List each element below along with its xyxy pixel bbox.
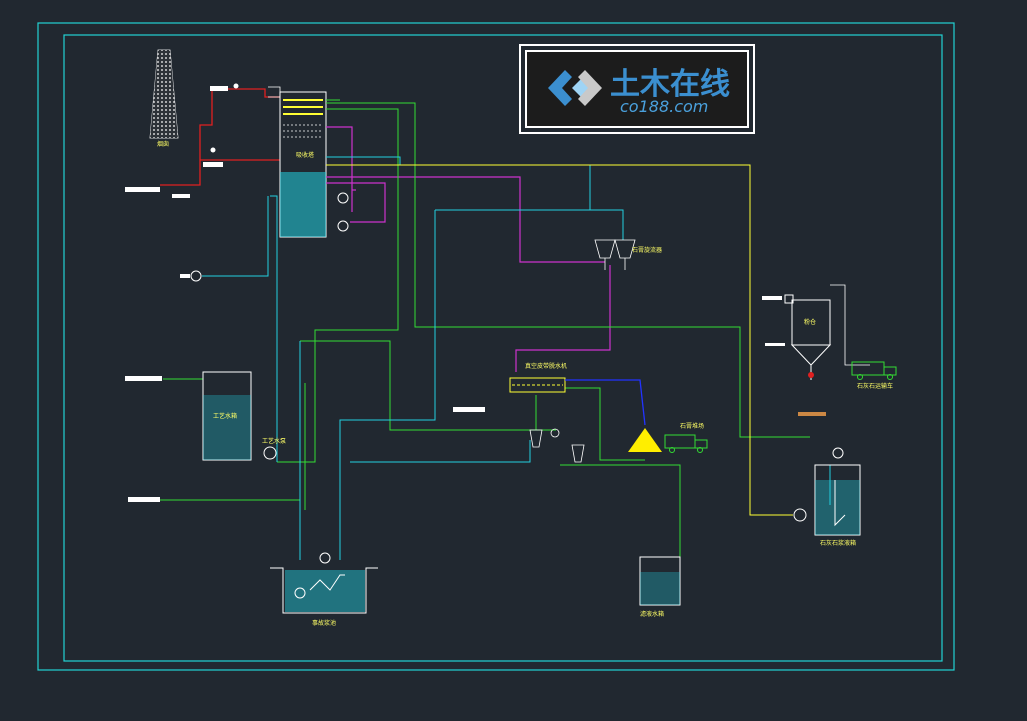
filtrate-tank — [639, 556, 681, 606]
filtrate-tank-label: 滤液水箱 — [640, 610, 664, 618]
inner-frame — [63, 34, 943, 662]
limestone-line — [326, 164, 793, 516]
gypsum-truck-icon — [664, 434, 708, 453]
limestone-tank-label: 石灰石浆液箱 — [820, 539, 856, 547]
bypass-damper — [203, 162, 223, 167]
sump-label: 事故浆池 — [312, 619, 336, 627]
slurry-lines — [326, 126, 611, 372]
gypsum-cyclone-label: 石膏旋流器 — [632, 246, 662, 254]
logo-domain: co188.com — [620, 97, 708, 116]
limestone-silo — [784, 294, 832, 380]
vacuum-belt-filter — [509, 377, 566, 393]
limestone-feeder — [798, 412, 826, 416]
flue-gas-lines — [160, 88, 280, 186]
process-water-tank — [202, 371, 252, 461]
gypsum-pile-label: 石膏堆场 — [680, 422, 704, 430]
gypsum-pile — [628, 428, 662, 452]
outer-frame — [37, 22, 955, 671]
absorber-label: 吸收塔 — [296, 151, 314, 159]
limestone-silo-label: 粉仓 — [804, 318, 816, 326]
flue-gas-inlet — [125, 187, 160, 192]
process-pump-label: 工艺水泵 — [262, 437, 286, 445]
process-tank-label: 工艺水箱 — [213, 412, 237, 420]
limestone-truck-icon — [851, 361, 897, 380]
logo-title: 土木在线 — [610, 67, 730, 102]
chimney — [149, 49, 179, 139]
logo-mark-icon — [548, 70, 602, 106]
limestone-slurry-tank — [814, 447, 861, 536]
recycle-lines — [160, 99, 810, 557]
belt-filter-label: 真空皮带脱水机 — [525, 362, 567, 370]
limestone-truck-label: 石灰石运输车 — [857, 382, 893, 390]
gypsum-cyclone — [594, 239, 636, 270]
sump-pit — [270, 552, 378, 614]
chimney-label: 烟囱 — [157, 140, 169, 148]
inlet-damper — [210, 86, 228, 91]
small-cyclones — [529, 428, 585, 463]
watermark-logo: 土木在线 co188.com — [519, 44, 755, 134]
